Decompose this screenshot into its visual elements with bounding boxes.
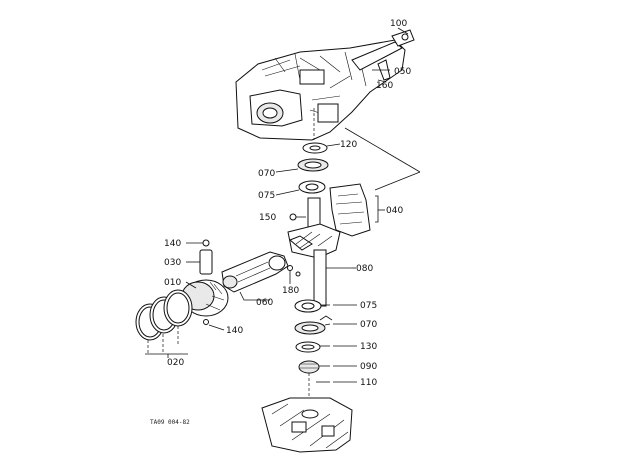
callout-010: 010 [164,278,181,288]
callout-labels: 100 050 160 120 070 075 040 150 140 030 … [150,19,411,426]
crankshaft [287,197,352,307]
part-040-block [329,183,385,237]
callout-130: 130 [360,342,377,352]
callout-120: 120 [340,140,357,150]
callout-180: 180 [282,286,299,296]
callout-160: 160 [376,81,393,91]
callout-090: 090 [360,362,377,372]
callout-030: 030 [164,258,181,268]
leader-lines-top [344,27,421,191]
crankcase-bottom [261,397,353,453]
callout-070-upper: 070 [258,169,275,179]
lower-bearing-stack [294,108,333,400]
callout-140-upper: 140 [164,239,181,249]
upper-bearing-stack [275,142,341,196]
callout-140-lower: 140 [226,326,243,336]
connecting-rod [221,251,301,301]
callout-110: 110 [360,378,377,388]
callout-050: 050 [394,67,411,77]
piston-rings [135,289,193,358]
callout-075-upper: 075 [258,191,275,201]
callout-040: 040 [386,206,403,216]
callout-070-lower: 070 [360,320,377,330]
callout-060: 060 [256,298,273,308]
callout-100: 100 [390,19,407,29]
callout-075-lower: 075 [360,301,377,311]
drawing-code: TA09 004-82 [150,419,190,426]
callout-150: 150 [259,213,276,223]
callout-080: 080 [356,264,373,274]
crankcase-top [235,29,415,141]
leader-lines-labels [333,267,357,383]
callout-020: 020 [167,358,184,368]
